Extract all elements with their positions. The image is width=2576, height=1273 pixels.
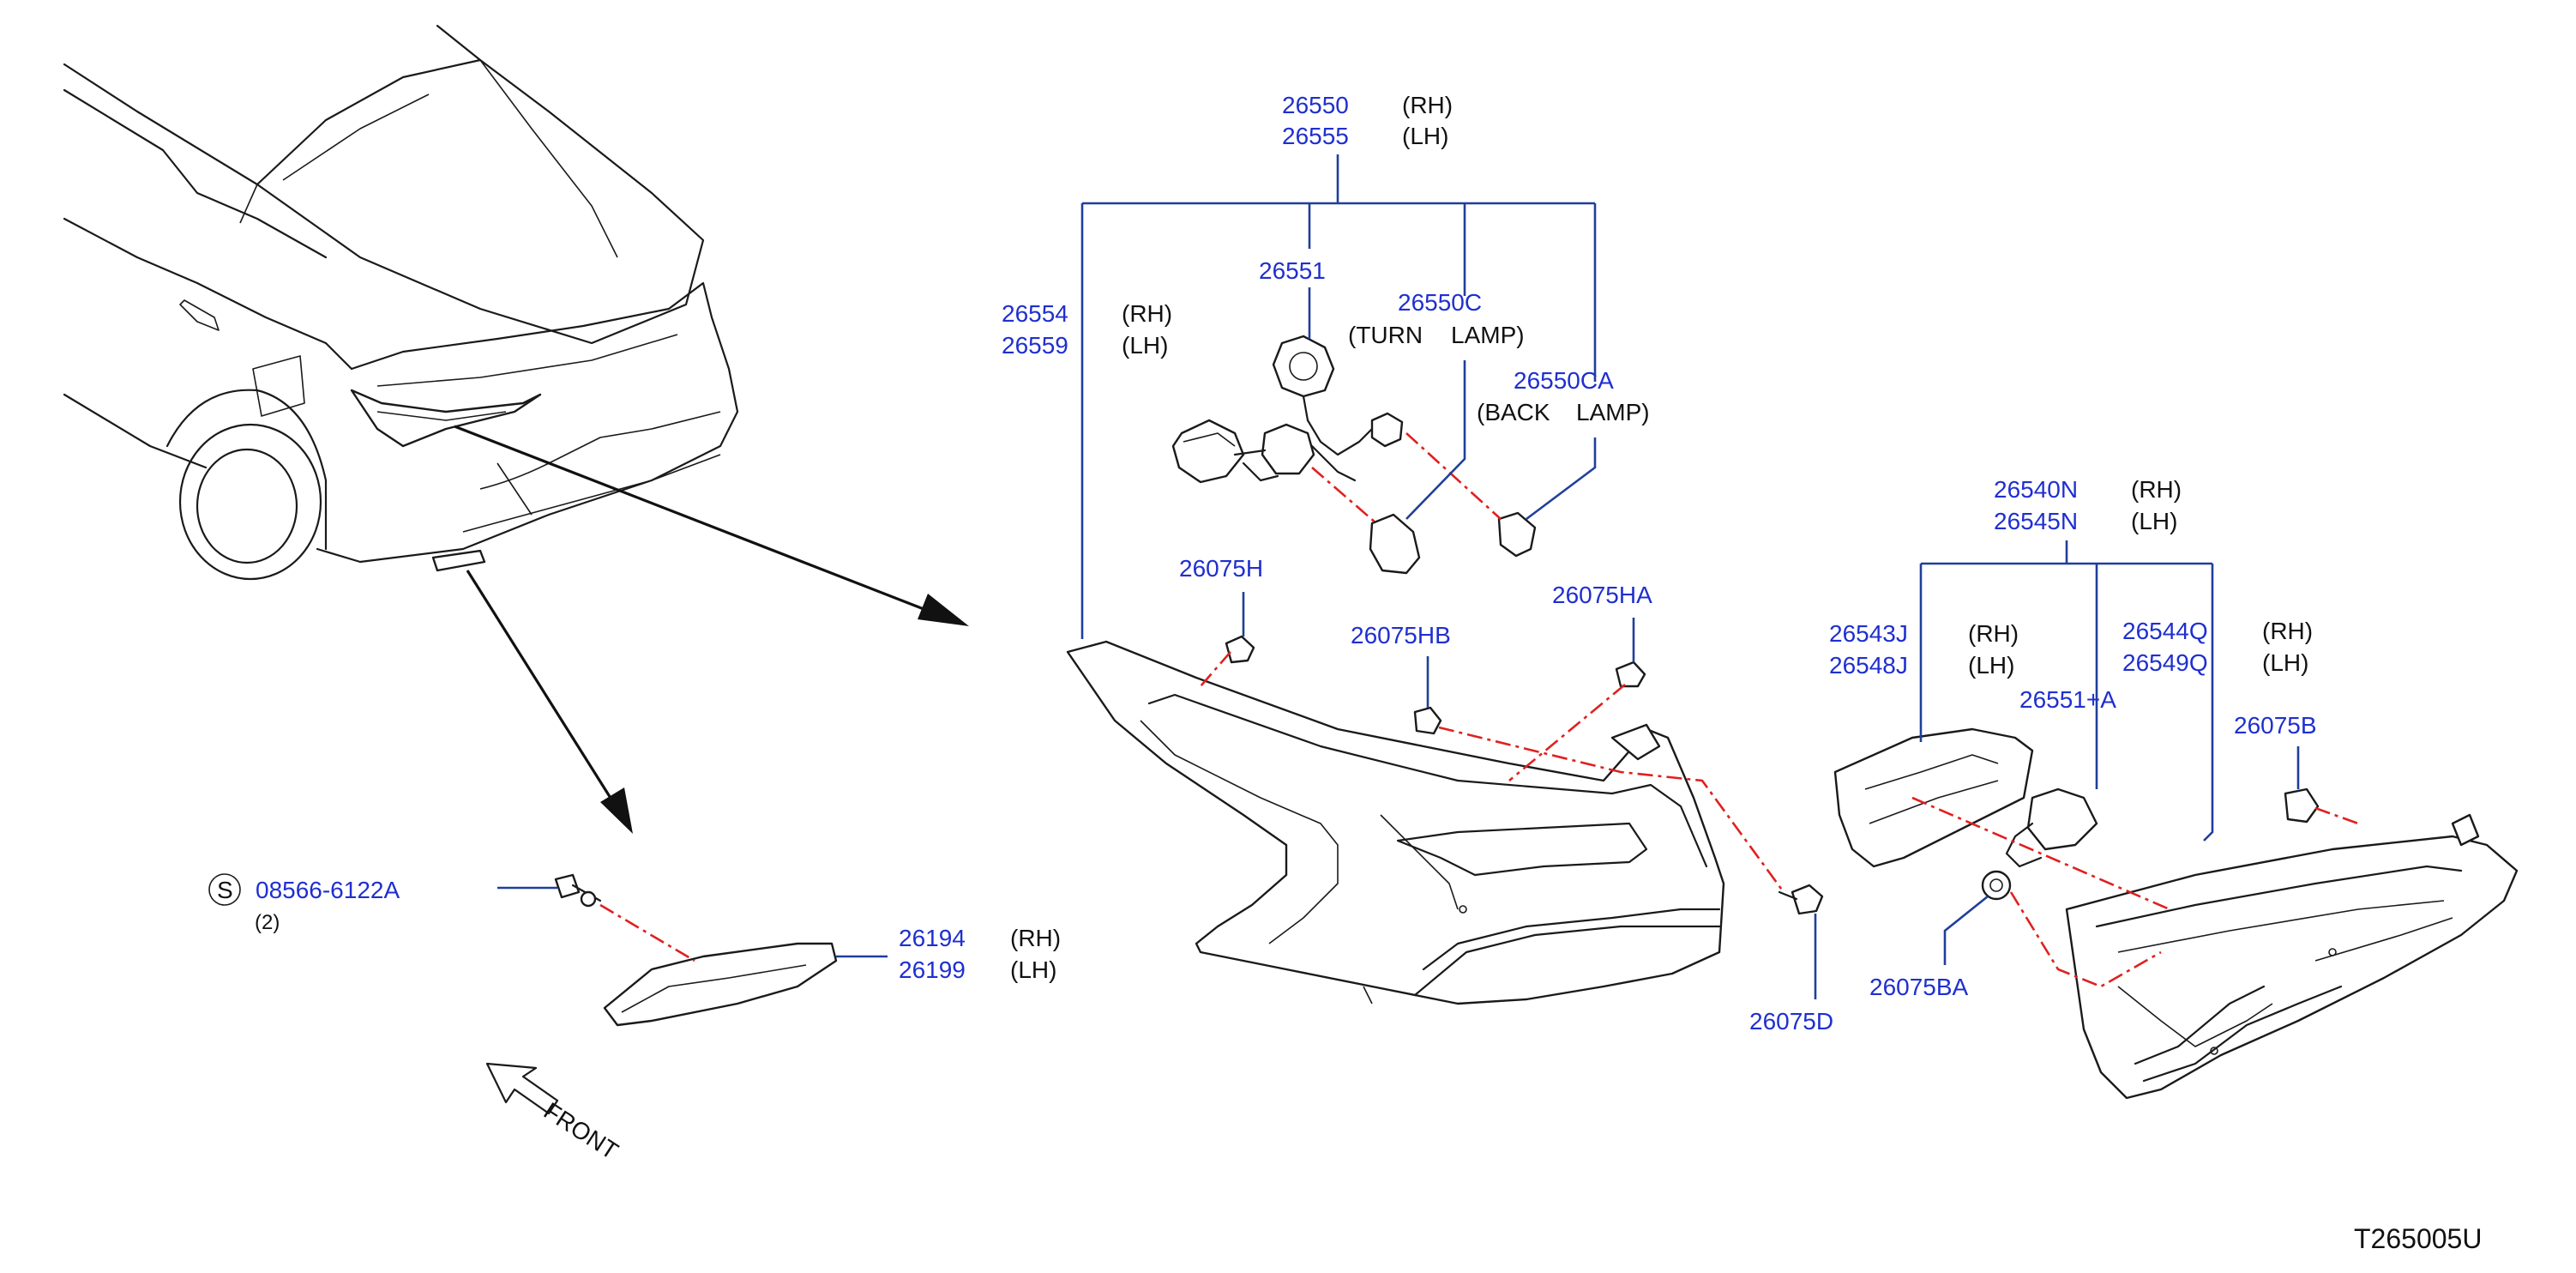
callout-clip-hb: 26075HB xyxy=(1351,622,1451,649)
note-back-open: (BACK xyxy=(1477,399,1550,425)
callout-nut-b: 26075B xyxy=(2234,712,2317,739)
note-combo-lamp-rh: (RH) xyxy=(1122,300,1172,327)
callout-combo-lamp-rh: 26554 xyxy=(1002,300,1068,327)
callout-clip-h: 26075H xyxy=(1179,555,1263,582)
assembly-links xyxy=(599,651,2359,988)
callout-bulb-back: 26550CA xyxy=(1514,367,1614,394)
note-lamp-assy-lh: (LH) xyxy=(2131,508,2177,534)
standard-part-letter: S xyxy=(217,877,233,903)
pointer-arrows xyxy=(454,425,969,834)
callout-screw-d: 26075D xyxy=(1749,1008,1833,1035)
note-turn-open: (TURN xyxy=(1348,322,1423,348)
rear-reflex xyxy=(603,942,838,1027)
note-reflex-lh: (LH) xyxy=(1010,956,1056,983)
note-harness-lh: (LH) xyxy=(1402,123,1448,149)
note-housing-lh: (LH) xyxy=(1968,652,2014,679)
callout-lamp-assy-lh: 26545N xyxy=(1994,508,2078,534)
note-combo-lamp-lh: (LH) xyxy=(1122,332,1168,359)
note-back-lamp: LAMP) xyxy=(1576,399,1650,425)
note-reflex-rh: (RH) xyxy=(1010,925,1061,951)
front-arrow-icon xyxy=(485,1062,559,1115)
callout-screw-std: 08566-6122A xyxy=(256,877,400,903)
callout-housing-lh: 26548J xyxy=(1829,652,1908,679)
callout-lens-lh: 26549Q xyxy=(2122,649,2208,676)
callout-harness-rh: 26550 xyxy=(1282,92,1349,118)
rear-lamp-inner xyxy=(1833,727,2519,1100)
front-direction-indicator: FRONT xyxy=(485,1062,623,1165)
callout-labels: 26550 (RH) 26555 (LH) 26551 26554 (RH) 2… xyxy=(208,92,2317,1035)
leader-lines xyxy=(497,154,2300,999)
callout-reflex-lh: 26199 xyxy=(899,956,966,983)
standard-part-symbol xyxy=(208,873,241,906)
callout-clip-ha: 26075HA xyxy=(1552,582,1652,608)
callout-lamp-assy-rh: 26540N xyxy=(1994,476,2078,503)
note-screw-qty: (2) xyxy=(255,911,280,934)
callout-socket: 26551 xyxy=(1259,257,1326,284)
callout-nut-ba: 26075BA xyxy=(1869,974,1969,1000)
fasteners xyxy=(554,635,2320,915)
callout-combo-lamp-lh: 26559 xyxy=(1002,332,1068,359)
note-lens-rh: (RH) xyxy=(2262,618,2313,644)
note-lens-lh: (LH) xyxy=(2262,649,2308,676)
note-harness-rh: (RH) xyxy=(1402,92,1453,118)
front-label: FRONT xyxy=(539,1097,623,1165)
callout-housing-rh: 26543J xyxy=(1829,620,1908,647)
note-lamp-assy-rh: (RH) xyxy=(2131,476,2182,503)
callout-harness-lh: 26555 xyxy=(1282,123,1349,149)
harness-and-bulbs xyxy=(1171,335,1537,575)
note-housing-rh: (RH) xyxy=(1968,620,2019,647)
diagram-reference-code: T265005U xyxy=(2354,1223,2482,1254)
vehicle-rear-illustration xyxy=(63,24,739,581)
callout-bulb-turn: 26550C xyxy=(1398,289,1482,316)
callout-lens-rh: 26544Q xyxy=(2122,618,2208,644)
callout-reflex-rh: 26194 xyxy=(899,925,966,951)
callout-socket-a: 26551+A xyxy=(2019,686,2116,713)
note-turn-lamp: LAMP) xyxy=(1451,322,1525,348)
combination-lamp-outer xyxy=(1066,640,1725,1005)
